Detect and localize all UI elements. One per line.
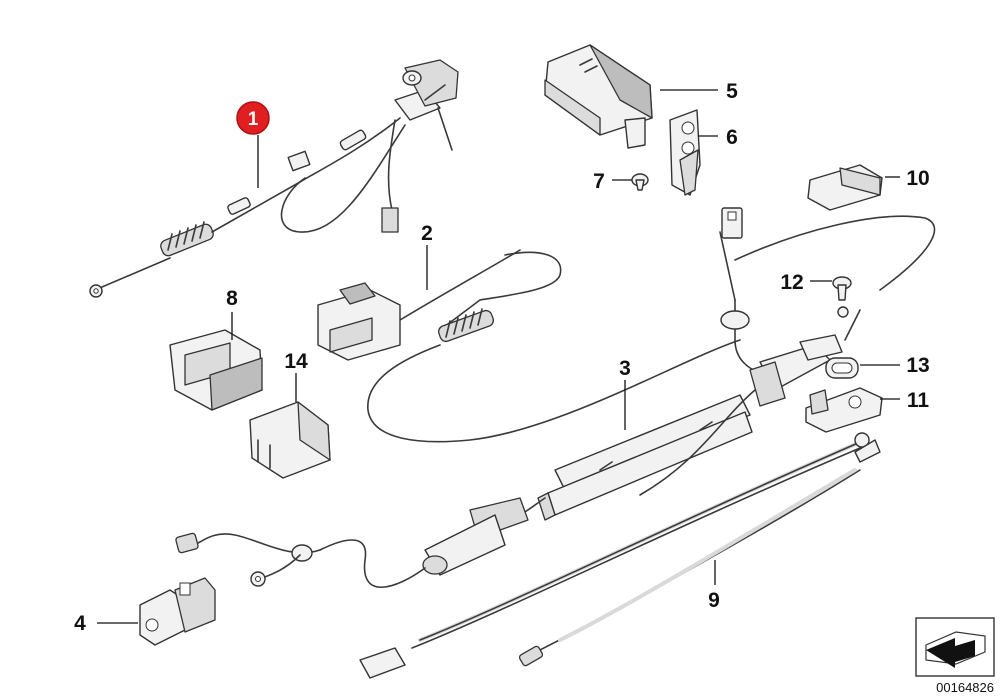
- reference-number: 00164826: [936, 680, 994, 695]
- callout-2: 2: [421, 222, 433, 245]
- callout-1-badge: [236, 101, 270, 135]
- callout-13: 13: [906, 354, 929, 377]
- callout-6: 6: [726, 126, 738, 149]
- callout-10: 10: [906, 167, 929, 190]
- part-5-cover: [544, 44, 653, 149]
- leader-lines: [97, 89, 900, 624]
- part-11-holder: [805, 387, 883, 433]
- part-2-cable: [317, 249, 741, 443]
- callout-4: 4: [74, 612, 86, 635]
- harness-main: [175, 207, 936, 588]
- part-6-bracket: [669, 109, 701, 196]
- part-13-grommet: [825, 357, 859, 379]
- part-4-clip: [139, 577, 216, 646]
- callout-7: 7: [593, 170, 605, 193]
- callout-1: 1: [236, 101, 270, 135]
- callout-9: 9: [708, 589, 720, 612]
- callout-11: 11: [907, 389, 930, 412]
- part-14-cap: [249, 401, 331, 479]
- part-8-block: [169, 329, 263, 411]
- callout-5: 5: [726, 80, 738, 103]
- arrow-direction-icon[interactable]: [915, 617, 995, 677]
- spring-sleeve-2: [437, 308, 495, 343]
- part-9-straps: [359, 432, 881, 679]
- callout-12: 12: [780, 271, 803, 294]
- callout-3: 3: [619, 357, 631, 380]
- callout-1-label: 1: [248, 109, 259, 130]
- part-7-rivet: [631, 173, 649, 191]
- spring-sleeve: [160, 221, 214, 257]
- part-1-cable: [89, 59, 459, 298]
- callout-8: 8: [226, 287, 238, 310]
- part-10-clip: [807, 164, 883, 211]
- part-12-pin: [832, 276, 852, 301]
- callout-14: 14: [284, 350, 308, 373]
- part-3-duct: [537, 394, 753, 521]
